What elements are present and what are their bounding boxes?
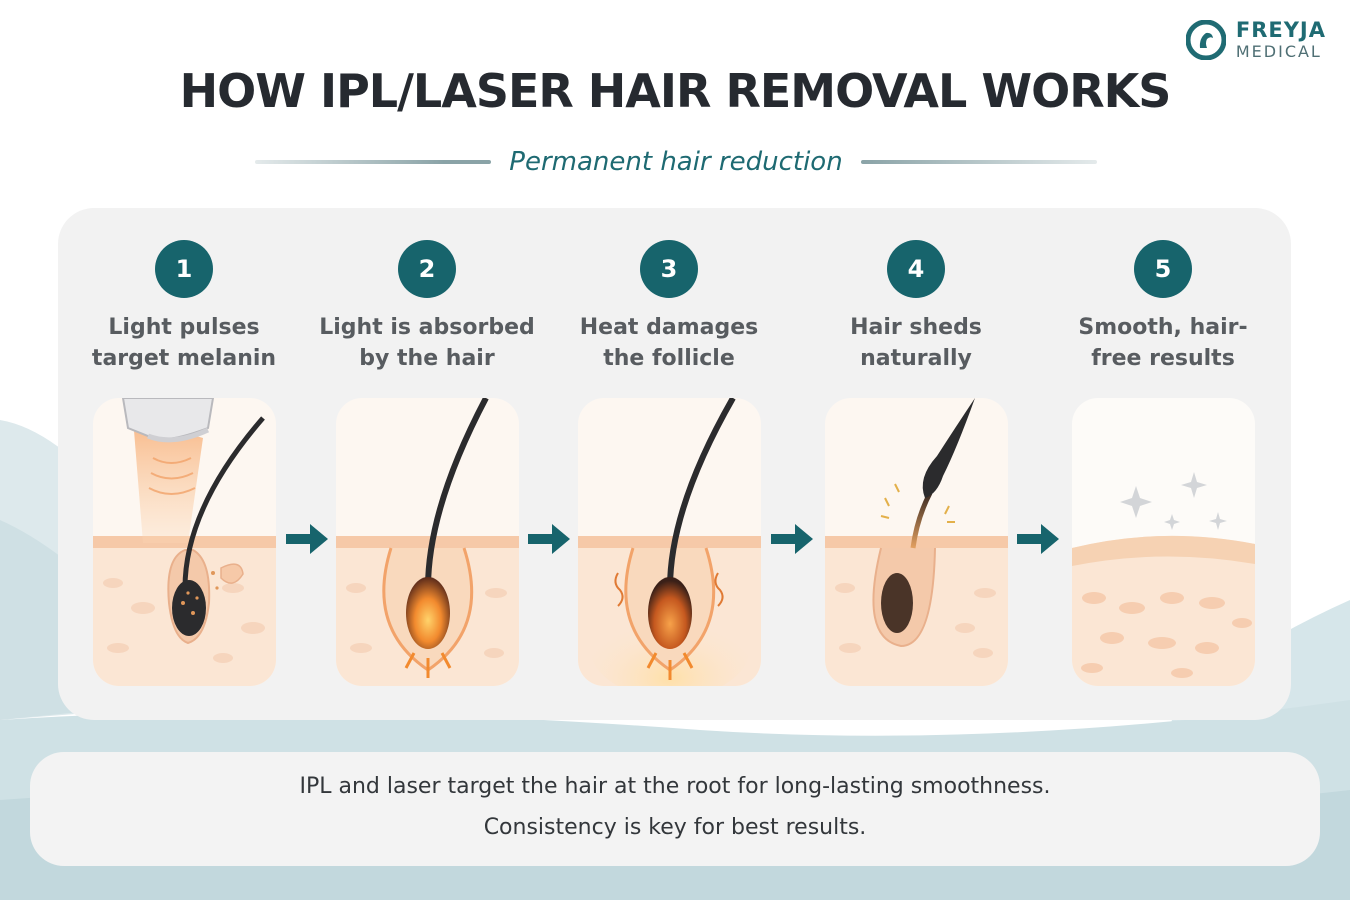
sparkle-icon bbox=[1120, 472, 1227, 530]
step-label: Light pulses target melanin bbox=[64, 312, 304, 374]
freyja-logo-icon bbox=[1185, 20, 1226, 60]
step-number-badge: 1 bbox=[155, 240, 213, 298]
hair-bulb bbox=[172, 580, 206, 636]
subtitle-rule-right bbox=[860, 160, 1097, 164]
arrow-right-icon bbox=[771, 524, 813, 554]
page-title: HOW IPL/LASER HAIR REMOVAL WORKS bbox=[179, 64, 1172, 118]
illustration-smooth-skin bbox=[1072, 398, 1255, 686]
steps-panel: 1 Light pulses target melanin bbox=[58, 208, 1291, 720]
illustration-follicle-damage bbox=[578, 398, 761, 686]
step-label: Hair sheds naturally bbox=[796, 312, 1036, 374]
footer-note: IPL and laser target the hair at the roo… bbox=[30, 752, 1320, 866]
step-label-line: Light is absorbed bbox=[319, 315, 535, 340]
step-label: Smooth, hair- free results bbox=[1043, 312, 1283, 374]
heat-glow-icon bbox=[648, 577, 692, 649]
step-label-line: Hair sheds bbox=[850, 315, 982, 340]
step-number-badge: 4 bbox=[887, 240, 945, 298]
step-label-line: Light pulses bbox=[108, 315, 260, 340]
note-line: Consistency is key for best results. bbox=[483, 815, 867, 840]
arrow-right-icon bbox=[1017, 524, 1059, 554]
step-number-badge: 5 bbox=[1134, 240, 1192, 298]
arrow-right-icon bbox=[286, 524, 328, 554]
step-5: 5 Smooth, hair- free results bbox=[1043, 208, 1283, 374]
illustration-absorption bbox=[336, 398, 519, 686]
step-number-badge: 2 bbox=[398, 240, 456, 298]
step-4: 4 Hair sheds naturally bbox=[796, 208, 1036, 374]
page-subtitle: Permanent hair reduction bbox=[509, 147, 843, 177]
step-label-line: Heat damages bbox=[579, 315, 759, 340]
subtitle-rule-left bbox=[255, 160, 492, 164]
step-2: 2 Light is absorbed by the hair bbox=[307, 208, 547, 374]
step-label-line: Smooth, hair- bbox=[1078, 315, 1248, 340]
step-1: 1 Light pulses target melanin bbox=[64, 208, 304, 374]
shed-hair bbox=[922, 398, 975, 498]
step-label-line: target melanin bbox=[91, 346, 277, 371]
step-label: Light is absorbed by the hair bbox=[307, 312, 547, 374]
step-label-line: naturally bbox=[860, 346, 972, 371]
step-label-line: free results bbox=[1091, 346, 1235, 371]
brand-logo: FREYJA MEDICAL bbox=[1185, 18, 1326, 61]
light-device-icon bbox=[121, 398, 215, 443]
subtitle-row: Permanent hair reduction bbox=[255, 140, 1097, 184]
heat-glow-icon bbox=[406, 577, 450, 649]
arrow-right-icon bbox=[528, 524, 570, 554]
light-beam bbox=[133, 418, 203, 543]
brand-name: FREYJA bbox=[1235, 18, 1326, 42]
illustration-light-pulse bbox=[93, 398, 276, 686]
step-label-line: by the hair bbox=[359, 346, 495, 371]
brand-sub: MEDICAL bbox=[1235, 42, 1322, 61]
step-label: Heat damages the follicle bbox=[549, 312, 789, 374]
illustration-hair-shed bbox=[825, 398, 1008, 686]
note-line: IPL and laser target the hair at the roo… bbox=[299, 774, 1051, 799]
step-label-line: the follicle bbox=[603, 346, 735, 371]
step-3: 3 Heat damages the follicle bbox=[549, 208, 789, 374]
step-number-badge: 3 bbox=[640, 240, 698, 298]
